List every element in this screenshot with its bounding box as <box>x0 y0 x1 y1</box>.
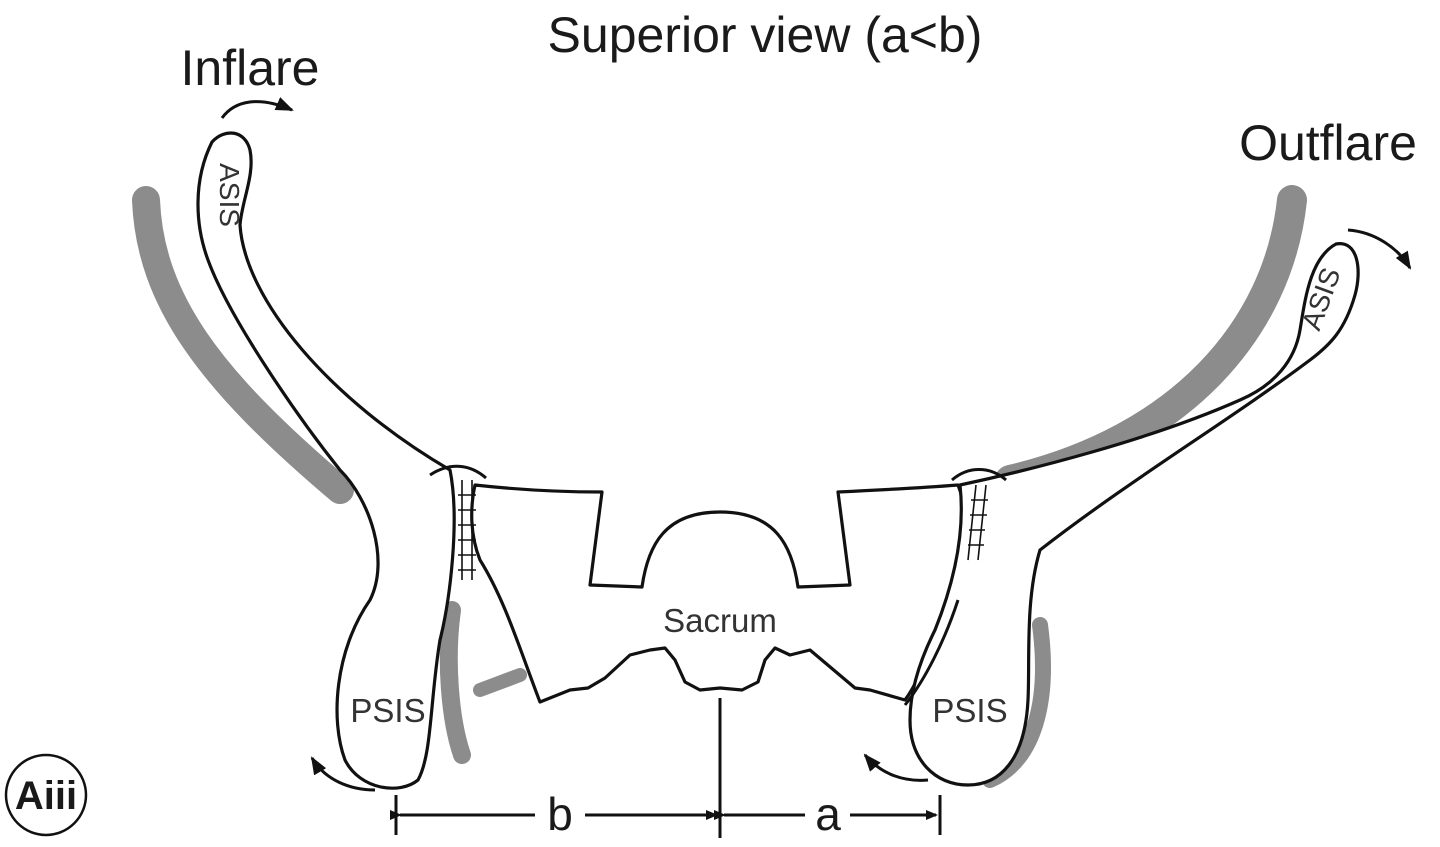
panel-badge: Aiii <box>4 753 88 837</box>
left-psis-rotation-arrow <box>310 756 376 792</box>
left-ilium <box>196 131 456 790</box>
outflare-label: Outflare <box>1239 115 1417 171</box>
dimension-a-label: a <box>815 788 841 840</box>
left-ilium-original-shadow <box>132 186 527 764</box>
left-asis-label: ASIS <box>214 163 245 227</box>
dimension-b-label: b <box>547 788 573 840</box>
right-psis-label: PSIS <box>932 692 1007 729</box>
right-ilium <box>908 242 1360 787</box>
diagram-title: Superior view (a<b) <box>548 7 983 63</box>
inflare-label: Inflare <box>181 40 320 96</box>
sacrum <box>470 483 967 704</box>
dimension-b <box>390 795 718 835</box>
left-si-joint <box>429 464 487 580</box>
dimension-a <box>714 795 942 835</box>
right-si-joint <box>903 468 1007 706</box>
right-psis-rotation-arrow <box>863 753 929 782</box>
panel-label: Aiii <box>15 774 77 818</box>
sacrum-label: Sacrum <box>663 602 777 639</box>
left-psis-label: PSIS <box>350 692 425 729</box>
inflare-arrow <box>220 97 294 119</box>
outflare-arrow <box>1347 228 1412 270</box>
